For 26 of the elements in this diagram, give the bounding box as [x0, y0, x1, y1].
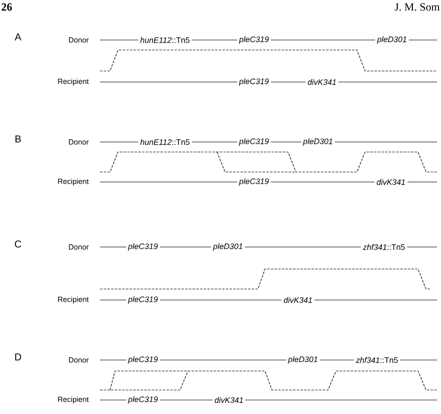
gene-label: zhf341::Tn5	[354, 355, 400, 365]
page-number: 26	[2, 3, 12, 11]
gene-label: pleC319	[237, 136, 271, 148]
gene-label: divK341	[306, 77, 338, 87]
gene-label: pleC319	[126, 241, 160, 253]
panel-letter: B	[16, 136, 21, 142]
panel-letter: C	[14, 240, 22, 248]
gene-label: divK341	[374, 177, 408, 187]
gene-label: pleD301	[301, 136, 335, 148]
gene-label: divK341	[282, 295, 314, 305]
gene-label: divK341	[212, 395, 246, 405]
gene-label: pleC319	[126, 294, 160, 306]
panel-letter: A	[14, 34, 22, 40]
running-head: J. M. Som	[394, 3, 440, 11]
gene-label: pleD301	[286, 354, 320, 366]
gene-label: pleC319	[237, 176, 271, 188]
gene-label: zhf341::Tn5	[360, 242, 408, 252]
gene-label: pleC319	[237, 76, 271, 88]
gene-label: pleD301	[211, 241, 245, 253]
gene-label: pleD301	[375, 34, 409, 46]
panel-letter: D	[15, 354, 22, 360]
gene-label: pleC319	[126, 394, 160, 406]
gene-label: pleC319	[237, 34, 271, 46]
gene-label: pleC319	[126, 354, 160, 366]
gene-label: hunE112::Tn5	[138, 137, 192, 147]
gene-label: hunE112::Tn5	[138, 35, 192, 45]
